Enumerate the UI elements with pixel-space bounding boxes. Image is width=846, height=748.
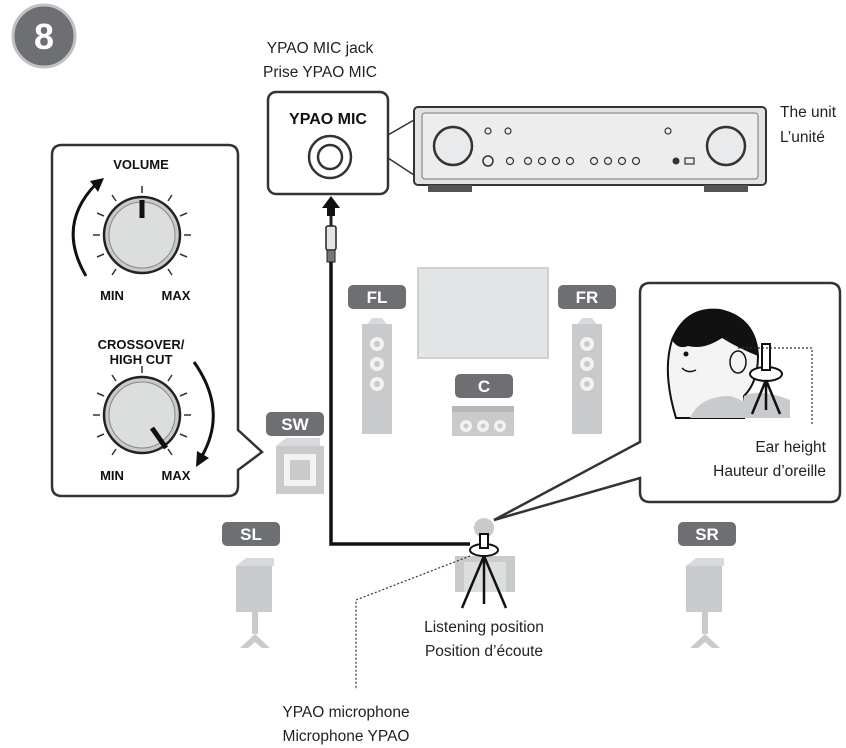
volume-knob bbox=[705, 125, 747, 167]
sw-label: SW bbox=[281, 415, 309, 434]
microphone-leader-line bbox=[355, 555, 471, 690]
volume-max: MAX bbox=[162, 288, 191, 303]
listening-position-caption-fr: Position d’écoute bbox=[425, 643, 543, 660]
mic-jack-caption-en: YPAO MIC jack bbox=[267, 40, 374, 57]
step-badge: 8 bbox=[11, 3, 77, 69]
step-number: 8 bbox=[34, 16, 54, 57]
volume-arrow bbox=[71, 182, 98, 277]
listening-position bbox=[455, 518, 515, 609]
sr-label: SR bbox=[695, 525, 719, 544]
unit-caption-en: The unit bbox=[780, 104, 837, 121]
tv-screen bbox=[417, 267, 549, 359]
center-speaker bbox=[452, 406, 514, 436]
speaker-tag-c: C bbox=[455, 374, 513, 398]
unit-caption-fr: L’unité bbox=[780, 129, 825, 146]
crossover-title-line2: HIGH CUT bbox=[110, 352, 173, 367]
crossover-arrow bbox=[192, 361, 215, 457]
listening-position-caption-en: Listening position bbox=[424, 619, 544, 636]
subwoofer-speaker bbox=[276, 438, 324, 494]
crossover-dial bbox=[93, 366, 191, 456]
usb-port-icon bbox=[684, 157, 695, 165]
speaker-tag-fl: FL bbox=[348, 285, 406, 309]
sl-label: SL bbox=[240, 525, 262, 544]
power-icon bbox=[482, 155, 494, 167]
volume-dial bbox=[93, 186, 191, 276]
ear-height-microphone-icon bbox=[749, 343, 783, 415]
surround-right-speaker bbox=[686, 558, 724, 648]
volume-title: VOLUME bbox=[113, 157, 169, 172]
crossover-title-line1: CROSSOVER/ bbox=[98, 337, 185, 352]
c-label: C bbox=[478, 377, 490, 396]
front-left-speaker bbox=[362, 318, 392, 434]
microphone-cable bbox=[322, 196, 470, 546]
front-right-speaker bbox=[572, 318, 602, 434]
volume-min: MIN bbox=[100, 288, 124, 303]
crossover-max: MAX bbox=[162, 468, 191, 483]
mic-jack-caption-fr: Prise YPAO MIC bbox=[263, 64, 377, 81]
subwoofer-controls-callout: VOLUME MIN MAX CROSSOVER/ bbox=[50, 143, 264, 498]
fr-label: FR bbox=[576, 288, 599, 307]
surround-left-speaker bbox=[236, 558, 274, 648]
speaker-tag-sl: SL bbox=[222, 522, 280, 546]
microphone-caption-fr: Microphone YPAO bbox=[283, 728, 410, 745]
person-head-icon bbox=[666, 308, 760, 419]
ypao-mic-jack-panel: YPAO MIC bbox=[266, 90, 415, 196]
av-receiver-unit bbox=[413, 106, 767, 192]
crossover-min: MIN bbox=[100, 468, 124, 483]
microphone-caption-en: YPAO microphone bbox=[282, 704, 409, 721]
speaker-tag-sw: SW bbox=[266, 412, 324, 436]
fl-label: FL bbox=[367, 288, 388, 307]
ear-height-caption-fr: Hauteur d’oreille bbox=[713, 463, 826, 480]
ear-height-caption-en: Ear height bbox=[755, 439, 826, 456]
input-knob bbox=[432, 125, 474, 167]
speaker-tag-fr: FR bbox=[558, 285, 616, 309]
ypao-mic-panel-label: YPAO MIC bbox=[289, 111, 367, 128]
microphone-icon bbox=[479, 533, 489, 549]
speaker-tag-sr: SR bbox=[678, 522, 736, 546]
ear-height-callout: Ear height Hauteur d’oreille bbox=[493, 281, 842, 522]
